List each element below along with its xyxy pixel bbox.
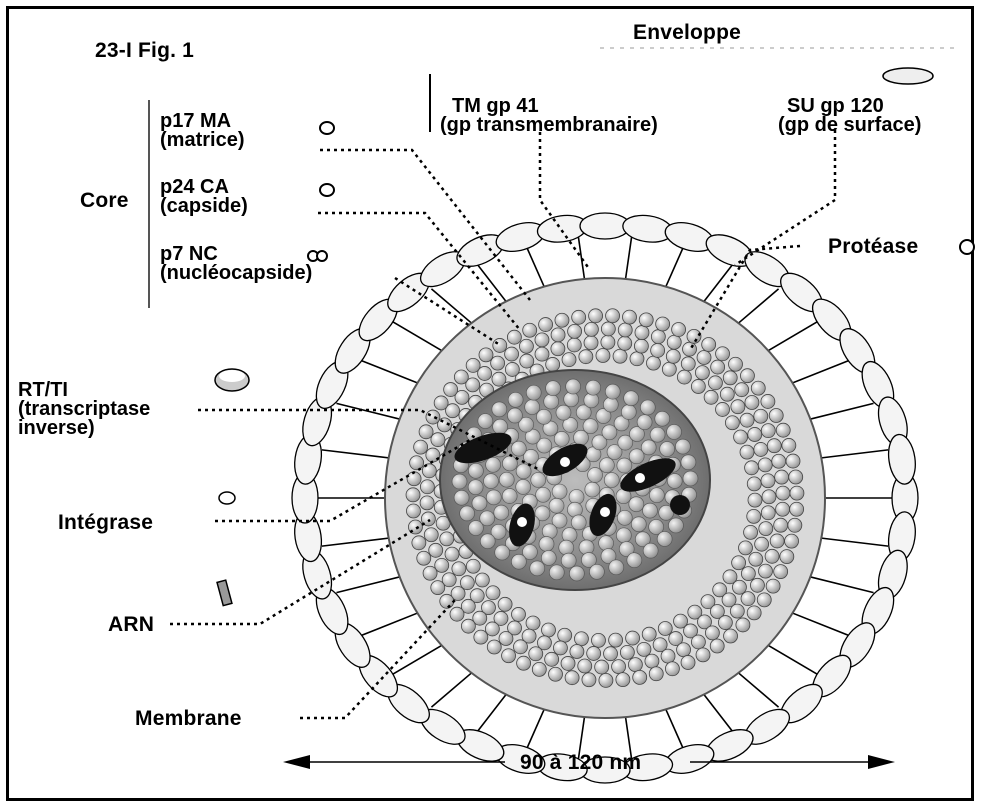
protease-icon bbox=[960, 240, 974, 254]
arn-icon bbox=[217, 580, 232, 606]
p24-desc: (capside) bbox=[160, 197, 248, 216]
membrane-label: Membrane bbox=[135, 708, 242, 729]
figure-label: 23-I Fig. 1 bbox=[95, 40, 194, 61]
rt-desc-2: inverse) bbox=[18, 419, 95, 438]
su-desc: (gp de surface) bbox=[778, 116, 921, 135]
p17-desc: (matrice) bbox=[160, 131, 244, 150]
core-title: Core bbox=[80, 190, 129, 211]
rt-icon bbox=[215, 369, 249, 391]
integrase-icon bbox=[219, 492, 235, 504]
p17-icon bbox=[320, 122, 334, 134]
tm-desc: (gp transmembranaire) bbox=[440, 116, 658, 135]
integrase-label: Intégrase bbox=[58, 512, 153, 533]
core-brace bbox=[148, 100, 150, 308]
p7-icon bbox=[308, 251, 327, 261]
su-icon bbox=[883, 68, 933, 84]
scale-label: 90 à 120 nm bbox=[520, 752, 641, 773]
envelope-title: Enveloppe bbox=[633, 22, 741, 43]
p24-icon bbox=[320, 184, 334, 196]
arn-label: ARN bbox=[108, 614, 154, 635]
protease-label: Protéase bbox=[828, 236, 918, 257]
p7-desc: (nucléocapside) bbox=[160, 264, 312, 283]
